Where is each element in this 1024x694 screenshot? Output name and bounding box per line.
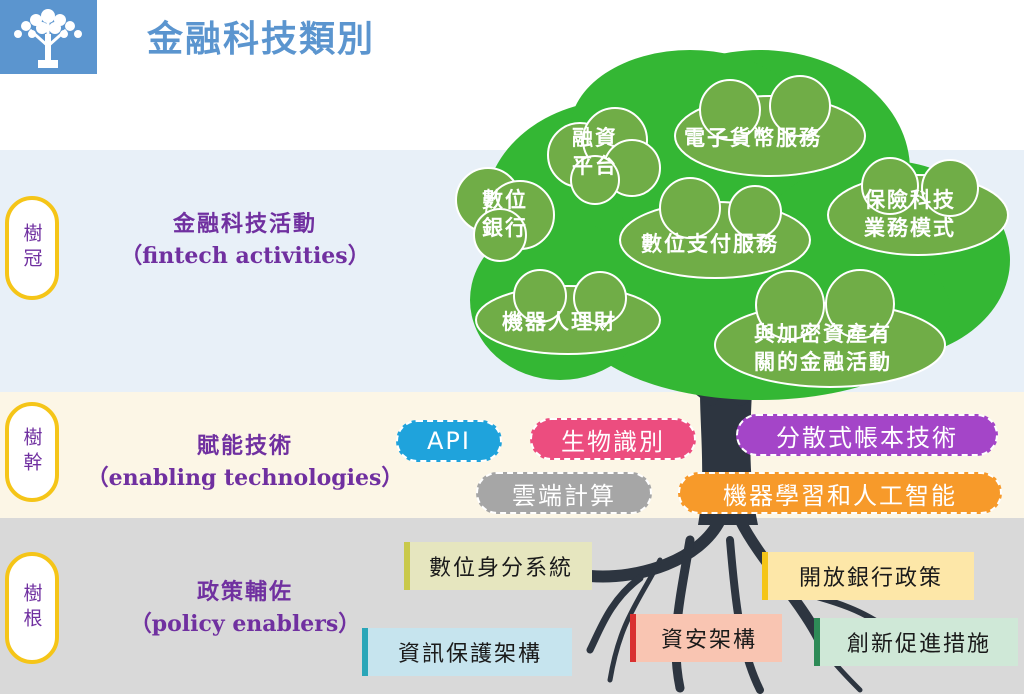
activity-digital-payment: 數位支付服務 <box>641 231 779 256</box>
layer-label-trunk: 賦能技術 （enabling technologies） <box>70 430 420 494</box>
activity-e-money: 電子貨幣服務 <box>684 125 822 150</box>
tech-dlt: 分散式帳本技術 <box>736 414 998 456</box>
layer-label-canopy: 金融科技活動 （fintech activities） <box>70 208 420 272</box>
activity-financing-platform: 融資平台 <box>572 125 618 178</box>
tech-ml-ai: 機器學習和人工智能 <box>678 472 1002 514</box>
policy-data-protection: 資訊保護架構 <box>362 628 572 676</box>
policy-digital-identity: 數位身分系統 <box>404 542 592 590</box>
layer-badge-trunk: 樹幹 <box>5 402 59 502</box>
layer-name-cn: 賦能技術 <box>196 433 293 459</box>
tech-biometrics: 生物識別 <box>530 418 696 460</box>
activity-insurtech: 保險科技業務模式 <box>864 187 956 240</box>
layer-name-en: （fintech activities） <box>120 243 370 269</box>
layer-name-cn: 政策輔佐 <box>196 579 293 605</box>
activity-robo-advisor: 機器人理財 <box>502 309 617 334</box>
layer-badge-roots: 樹根 <box>5 552 59 664</box>
activity-crypto-assets: 與加密資產有關的金融活動 <box>754 321 892 374</box>
policy-cybersecurity: 資安架構 <box>630 614 782 662</box>
activity-digital-bank: 數位銀行 <box>482 187 528 240</box>
activity-clouds <box>455 75 1009 388</box>
layer-badge-canopy: 樹冠 <box>5 196 59 300</box>
layer-name-en: （enabling technologies） <box>86 465 404 491</box>
policy-open-banking: 開放銀行政策 <box>762 552 974 600</box>
layer-label-roots: 政策輔佐 （policy enablers） <box>70 576 420 640</box>
tech-cloud-computing: 雲端計算 <box>476 472 652 514</box>
tree-logo-icon <box>0 0 97 74</box>
layer-name-en: （policy enablers） <box>129 611 361 637</box>
layer-name-cn: 金融科技活動 <box>172 211 317 237</box>
policy-innovation: 創新促進措施 <box>814 618 1018 666</box>
tech-api: API <box>396 420 502 462</box>
page-title: 金融科技類別 <box>147 18 376 60</box>
